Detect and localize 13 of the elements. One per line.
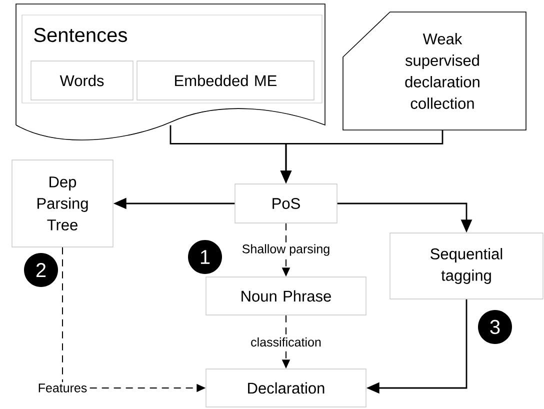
callout-number: 2	[24, 253, 58, 287]
process-box: Embedded ME	[136, 60, 314, 100]
process-box: Dep Parsing Tree	[12, 160, 114, 248]
edge-label: Shallow parsing	[242, 244, 330, 256]
process-box: Words	[30, 60, 134, 100]
process-box: PoS	[234, 184, 338, 224]
process-box: Declaration	[206, 368, 366, 408]
edge-label: classification	[251, 337, 321, 347]
callout-number: 3	[478, 310, 512, 344]
process-box: Noun Phrase	[206, 276, 366, 316]
process-box: Sequential tagging	[390, 232, 544, 300]
callout-number: 1	[188, 240, 222, 274]
edge-label: Features	[38, 384, 87, 392]
